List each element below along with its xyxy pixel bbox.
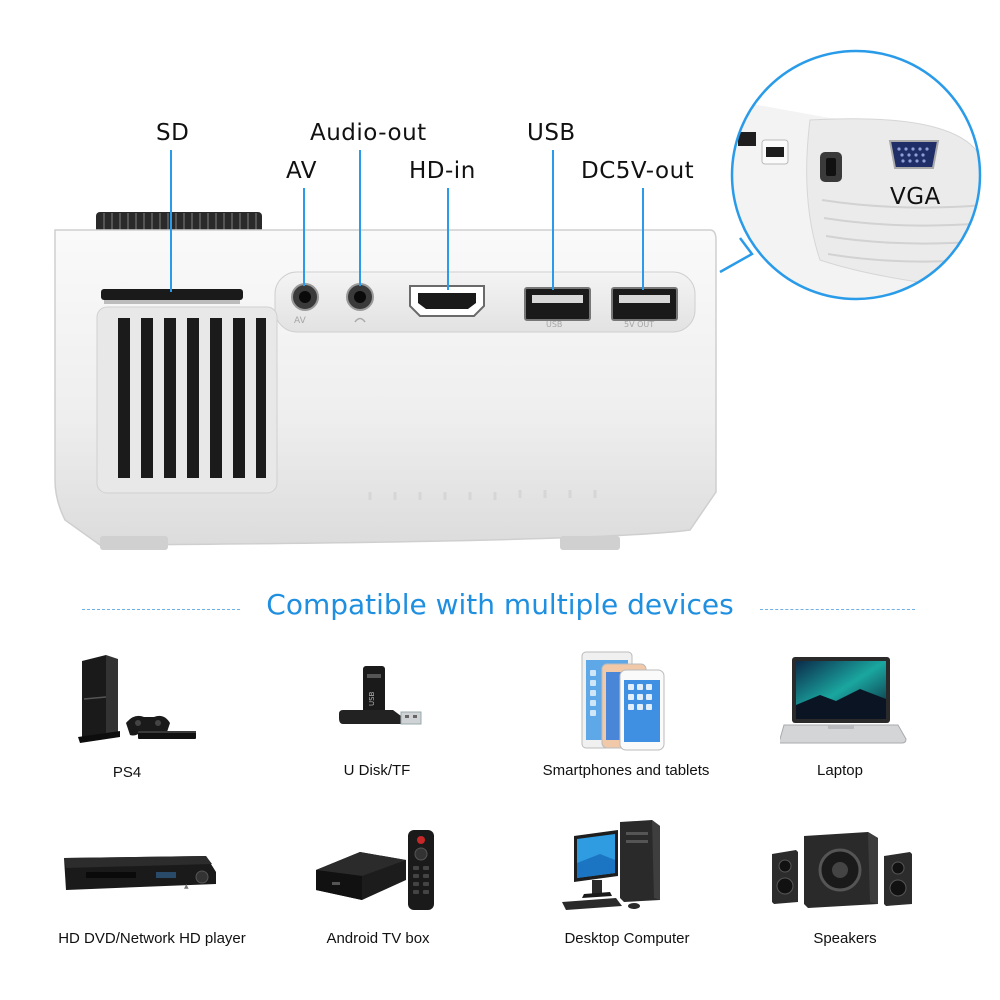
- heading-divider-right: [760, 609, 915, 610]
- sd-slot: [101, 289, 243, 300]
- laptop-icon: [780, 657, 907, 744]
- device-label-smartphones: Smartphones and tablets: [542, 762, 710, 779]
- device-label-laptop: Laptop: [817, 762, 863, 779]
- heading-divider-left: [82, 609, 240, 610]
- smartphone-tablet-icon: [581, 651, 665, 751]
- tv-box-icon: [316, 830, 434, 910]
- section-heading: Compatible with multiple devices: [266, 588, 734, 621]
- vga-zoom-bubble: [719, 49, 982, 301]
- panel-print-av: AV: [294, 316, 306, 326]
- projector-illustration: [54, 49, 982, 550]
- dc5v-port: [611, 287, 678, 321]
- device-label-speakers: Speakers: [813, 930, 877, 947]
- panel-print-usb: USB: [546, 320, 563, 329]
- leader-lines: [170, 150, 644, 292]
- device-label-tv-box: Android TV box: [326, 930, 430, 947]
- device-label-desktop: Desktop Computer: [564, 930, 690, 947]
- focus-wheel: [96, 212, 262, 234]
- label-dc5v-out: DC5V-out: [581, 158, 695, 184]
- device-label-dvd: HD DVD/Network HD player: [58, 930, 246, 947]
- dvd-player-icon: ▲: [64, 856, 216, 890]
- svg-text:USB: USB: [368, 691, 376, 706]
- ps4-console-icon: [78, 655, 196, 743]
- label-sd: SD: [156, 120, 190, 146]
- usb-flash-drive-icon: USB: [339, 666, 422, 725]
- device-label-ps4: PS4: [112, 764, 142, 781]
- label-vga: VGA: [890, 184, 941, 210]
- label-usb: USB: [527, 120, 576, 146]
- vent-grille: [96, 306, 278, 494]
- label-audio-out: Audio-out: [310, 120, 427, 146]
- svg-text:▲: ▲: [184, 883, 189, 890]
- panel-print-5v: 5V OUT: [624, 320, 655, 329]
- desktop-computer-icon: [562, 820, 660, 910]
- usb-port: [524, 287, 591, 321]
- label-hd-in: HD-in: [409, 158, 476, 184]
- vga-port: [888, 140, 940, 169]
- label-av: AV: [286, 158, 317, 184]
- speakers-icon: [772, 832, 912, 908]
- device-label-u-disk: U Disk/TF: [343, 762, 411, 779]
